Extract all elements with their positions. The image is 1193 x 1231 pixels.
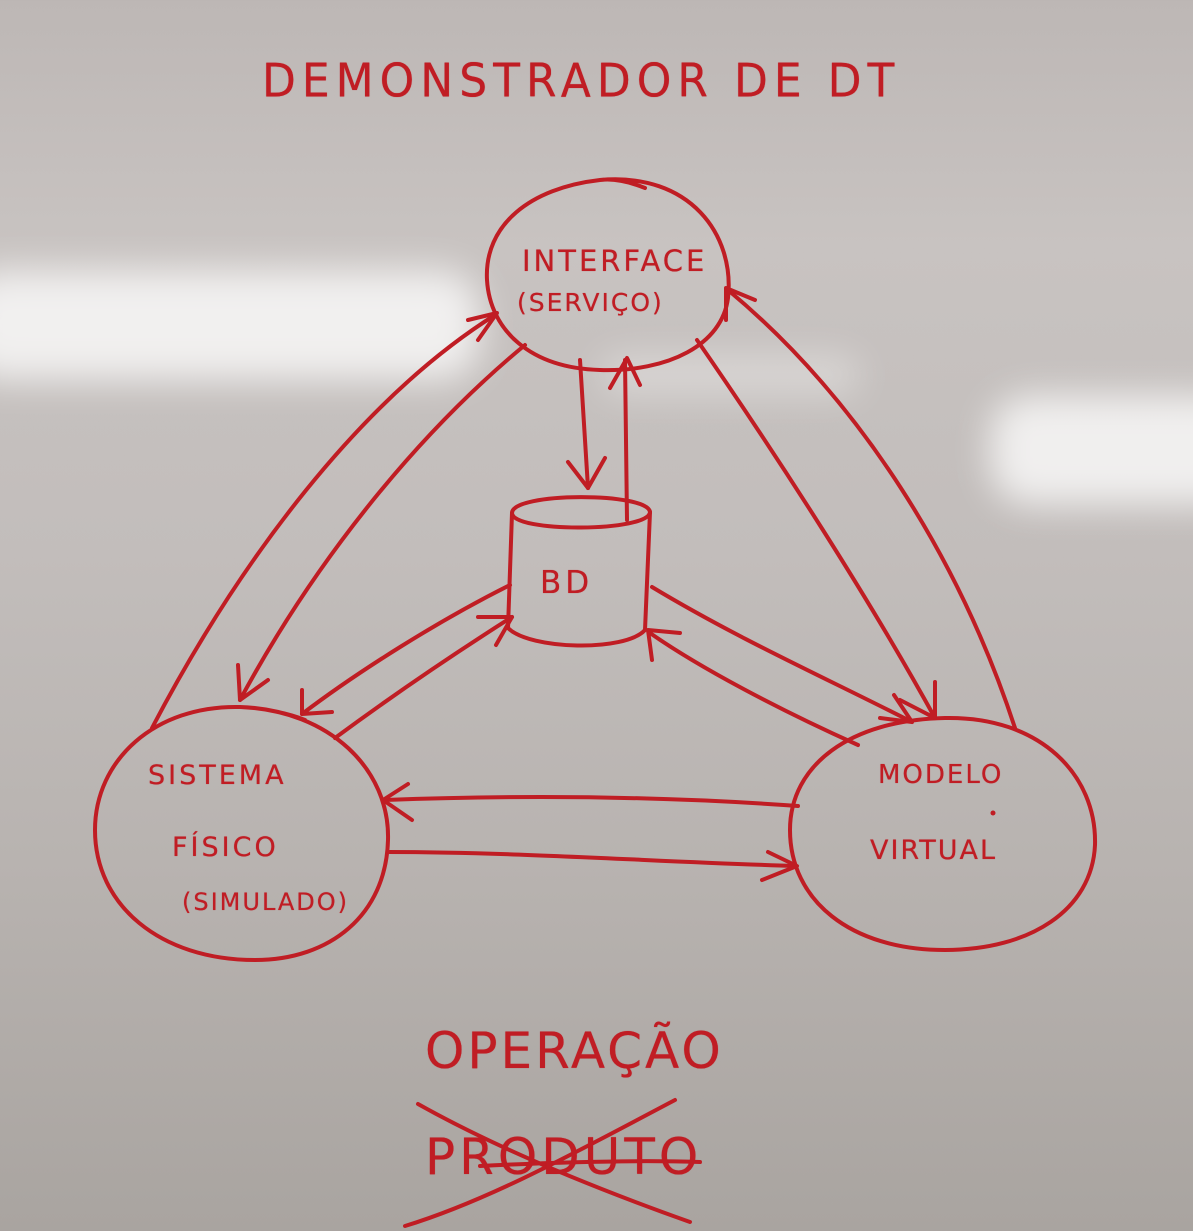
database-cylinder [506, 495, 652, 648]
physical-system-label-line2: FÍSICO [172, 832, 279, 863]
virtual-model-label-line2: VIRTUAL [870, 835, 997, 866]
ink-dot [990, 810, 996, 816]
footer-option-operacao: OPERAÇÃO [425, 1022, 724, 1080]
interface-node-sublabel: (SERVIÇO) [517, 288, 664, 317]
physical-system-label-line1: SISTEMA [148, 760, 287, 791]
database-node-label: BD [540, 565, 594, 601]
light-reflection-left [0, 270, 480, 380]
interface-node-label: INTERFACE [522, 244, 708, 278]
page-title: DEMONSTRADOR DE DT [262, 54, 901, 109]
physical-system-label-line3: (SIMULADO) [182, 888, 350, 916]
virtual-model-node-circle [788, 715, 1098, 952]
interface-physical-arrows [150, 311, 527, 730]
interface-virtual-arrows [695, 286, 1017, 730]
light-reflection-right [990, 395, 1193, 505]
footer-option-produto-crossed: PRODUTO [425, 1128, 703, 1186]
virtual-model-label-line1: MODELO [878, 760, 1004, 790]
produto-cross-out [403, 1098, 702, 1228]
bd-virtual-arrows [646, 585, 914, 747]
interface-bd-arrows [566, 356, 642, 522]
physical-virtual-arrows [381, 782, 800, 882]
interface-node-circle [484, 177, 731, 373]
bd-physical-arrows [300, 583, 514, 740]
physical-system-node-circle [93, 704, 391, 962]
